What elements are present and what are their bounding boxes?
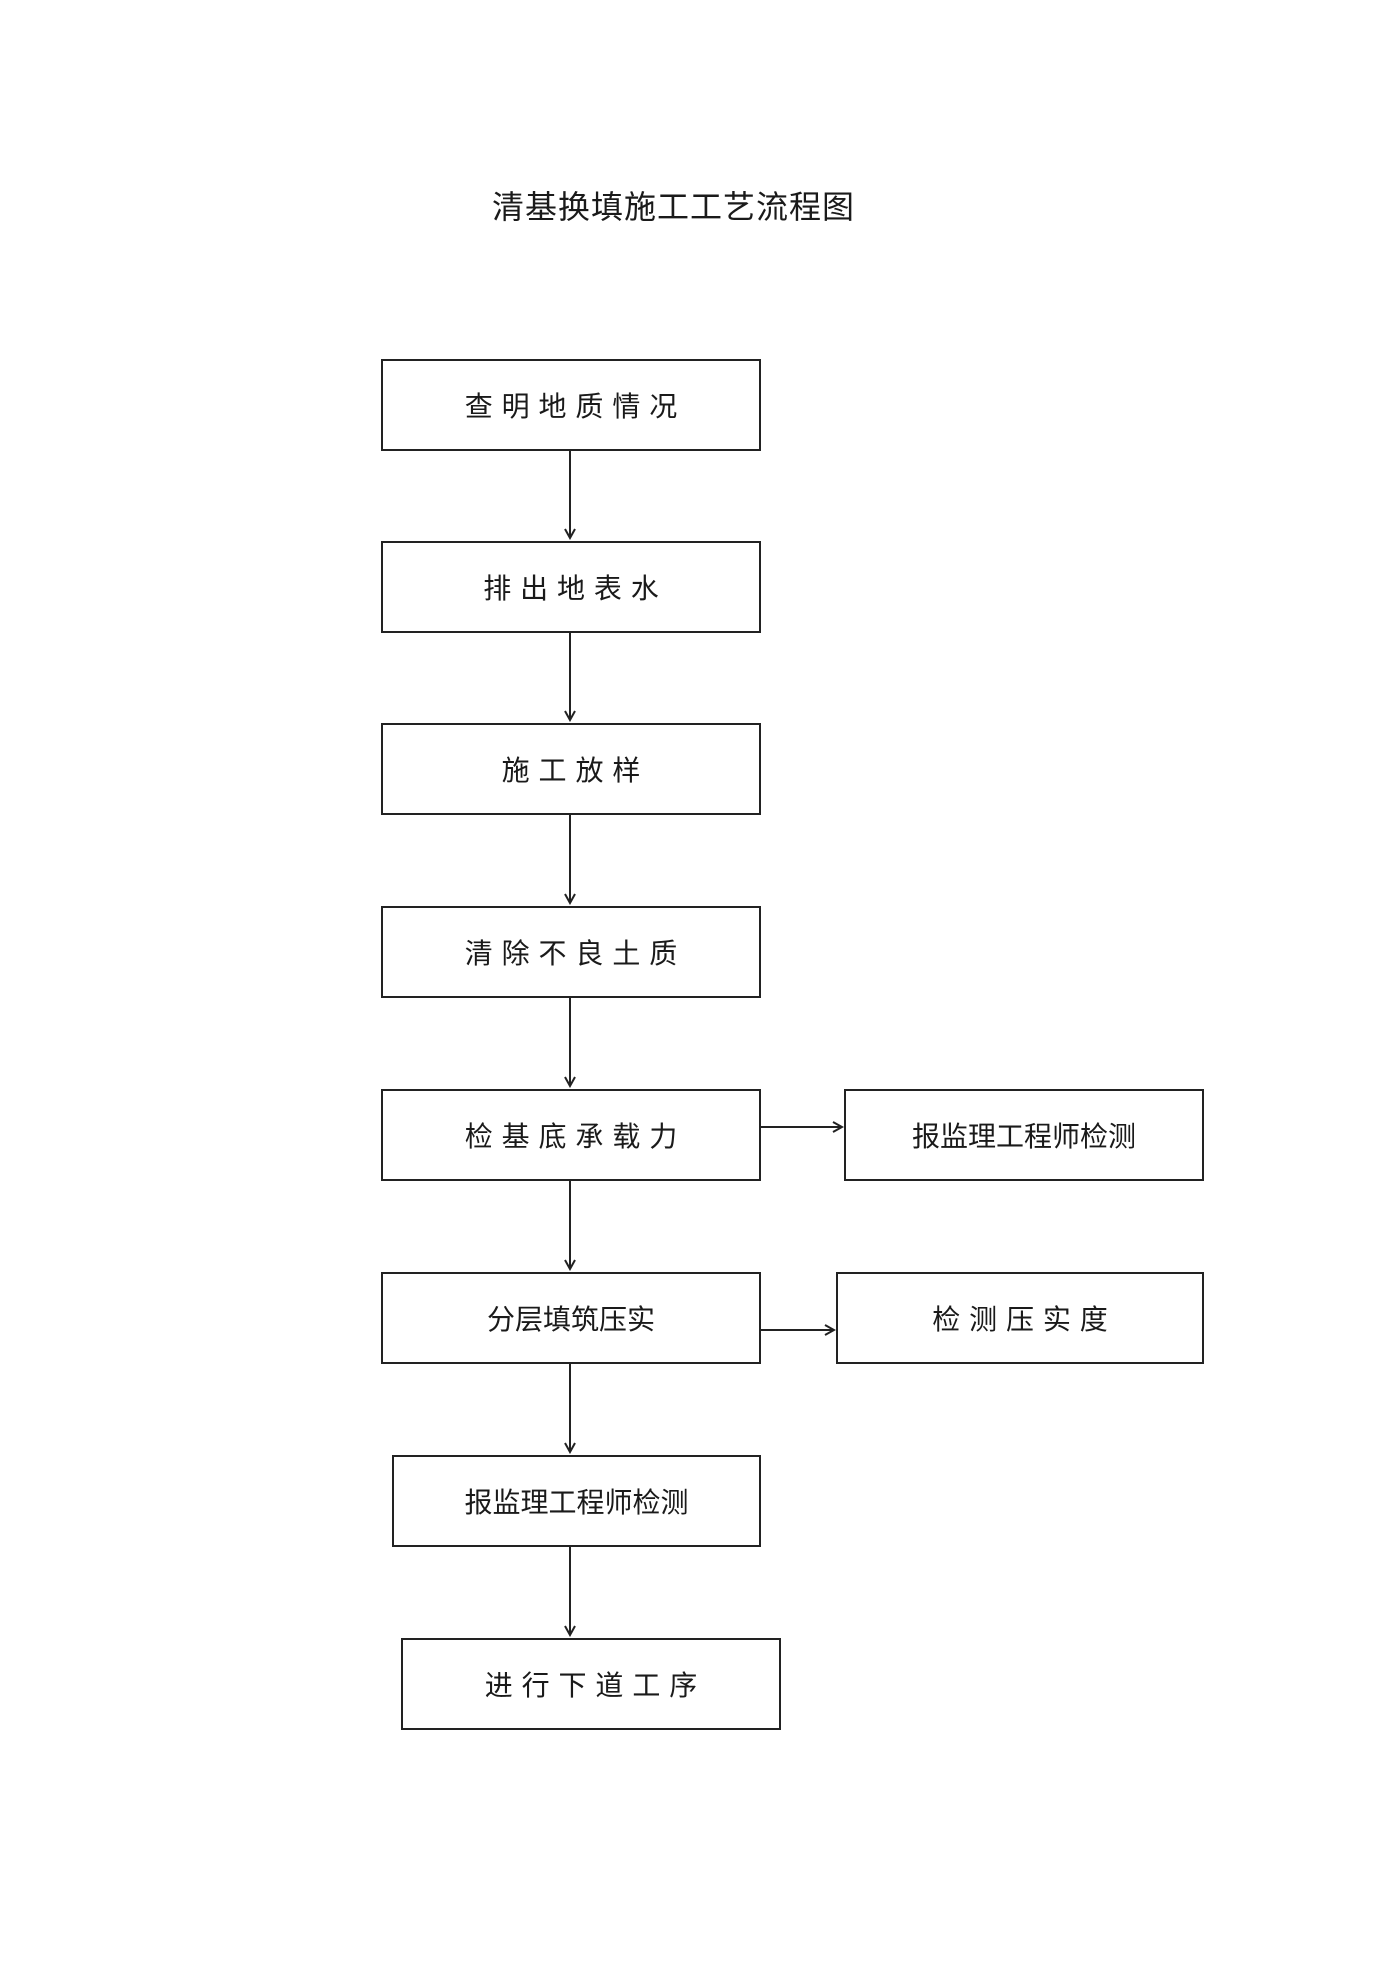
step-survey-geology: 查 明 地 质 情 况 [381, 359, 761, 451]
step-layered-fill-compaction: 分层填筑压实 [381, 1272, 761, 1364]
step-next-process: 进 行 下 道 工 序 [401, 1638, 781, 1730]
step-supervisor-inspection: 报监理工程师检测 [392, 1455, 761, 1547]
side-step-compaction-test: 检 测 压 实 度 [836, 1272, 1204, 1364]
step-drain-surface-water: 排 出 地 表 水 [381, 541, 761, 633]
step-check-bearing-capacity: 检 基 底 承 载 力 [381, 1089, 761, 1181]
step-remove-poor-soil: 清 除 不 良 土 质 [381, 906, 761, 998]
step-construction-layout: 施 工 放 样 [381, 723, 761, 815]
side-step-supervisor-inspection: 报监理工程师检测 [844, 1089, 1204, 1181]
page-title: 清基换填施工工艺流程图 [492, 188, 856, 226]
